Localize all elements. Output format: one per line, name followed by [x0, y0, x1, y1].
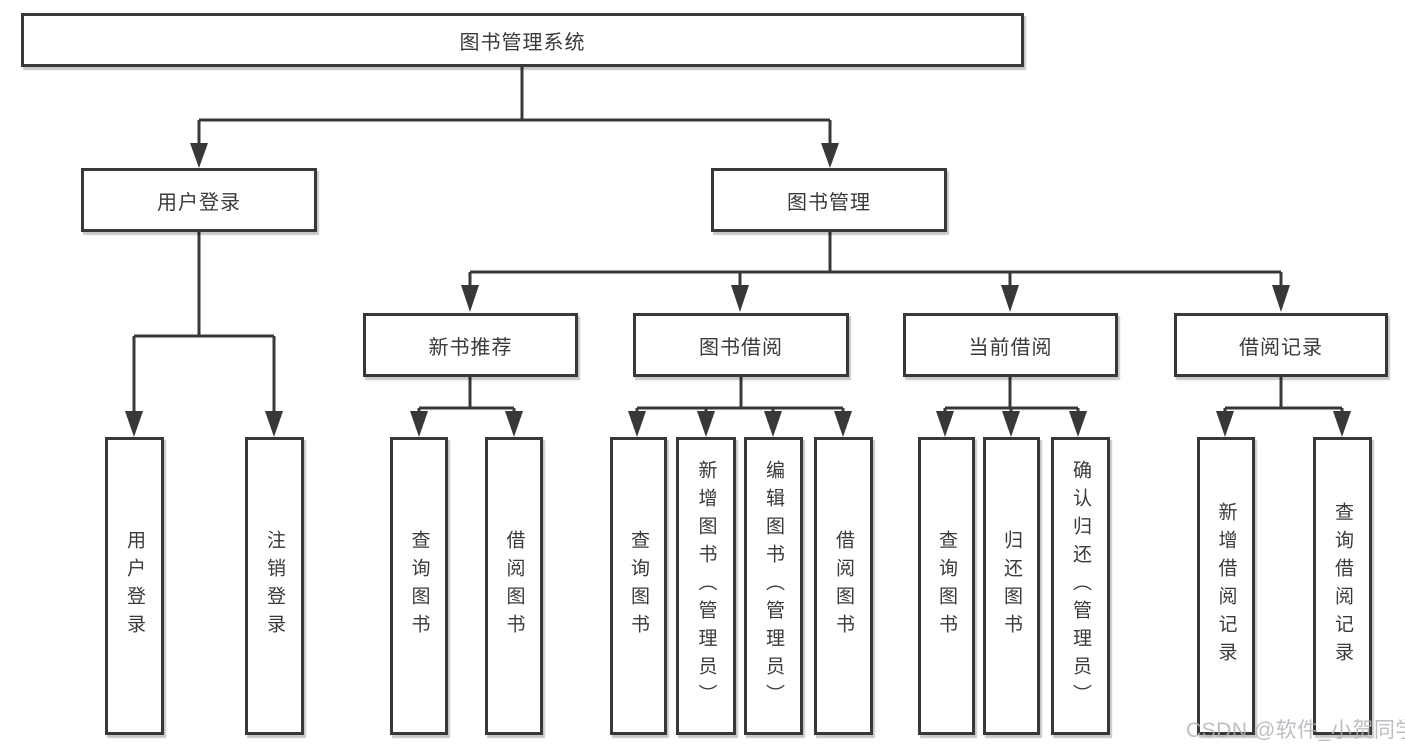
leaf-logout: 注销登录	[245, 437, 304, 735]
leaf-return-book-label: 归还图书	[1001, 530, 1022, 642]
leaf-borrow-books-newrec-label: 借阅图书	[503, 530, 525, 642]
node-root-system: 图书管理系统	[21, 13, 1024, 67]
leaf-borrow-books-borrowing: 借阅图书	[814, 437, 873, 735]
leaf-add-borrow-record-label: 新增借阅记录	[1215, 502, 1237, 670]
node-book-management: 图书管理	[711, 168, 947, 232]
leaf-query-books-current-label: 查询图书	[936, 530, 957, 642]
leaf-edit-book-admin-label: 编辑图书（管理员）	[763, 460, 784, 712]
node-current-borrowing: 当前借阅	[903, 313, 1118, 377]
leaf-borrow-books-newrec: 借阅图书	[485, 437, 543, 735]
node-borrow-records: 借阅记录	[1174, 313, 1388, 377]
leaf-add-book-admin: 新增图书（管理员）	[676, 437, 736, 735]
leaf-query-books-newrec: 查询图书	[390, 437, 448, 735]
leaf-query-books-borrowing: 查询图书	[610, 437, 667, 735]
leaf-add-borrow-record: 新增借阅记录	[1197, 437, 1255, 735]
leaf-edit-book-admin: 编辑图书（管理员）	[744, 437, 803, 735]
leaf-user-login: 用户登录	[105, 437, 164, 735]
node-user-login: 用户登录	[81, 168, 317, 232]
leaf-add-book-admin-label: 新增图书（管理员）	[695, 460, 717, 712]
leaf-query-books-newrec-label: 查询图书	[408, 530, 430, 642]
node-new-book-recommend: 新书推荐	[363, 313, 578, 377]
node-book-borrowing: 图书借阅	[633, 313, 849, 377]
leaf-query-books-current: 查询图书	[918, 437, 975, 735]
leaf-borrow-books-borrowing-label: 借阅图书	[833, 530, 854, 642]
leaf-query-borrow-record: 查询借阅记录	[1313, 437, 1372, 735]
leaf-logout-label: 注销登录	[264, 530, 285, 642]
leaf-confirm-return-admin-label: 确认归还（管理员）	[1070, 460, 1091, 712]
leaf-confirm-return-admin: 确认归还（管理员）	[1051, 437, 1110, 735]
leaf-user-login-label: 用户登录	[124, 530, 145, 642]
leaf-query-books-borrowing-label: 查询图书	[628, 530, 649, 642]
leaf-query-borrow-record-label: 查询借阅记录	[1332, 502, 1353, 670]
csdn-watermark: CSDN @软件_小贺同学	[1186, 719, 1405, 742]
leaf-return-book: 归还图书	[983, 437, 1040, 735]
